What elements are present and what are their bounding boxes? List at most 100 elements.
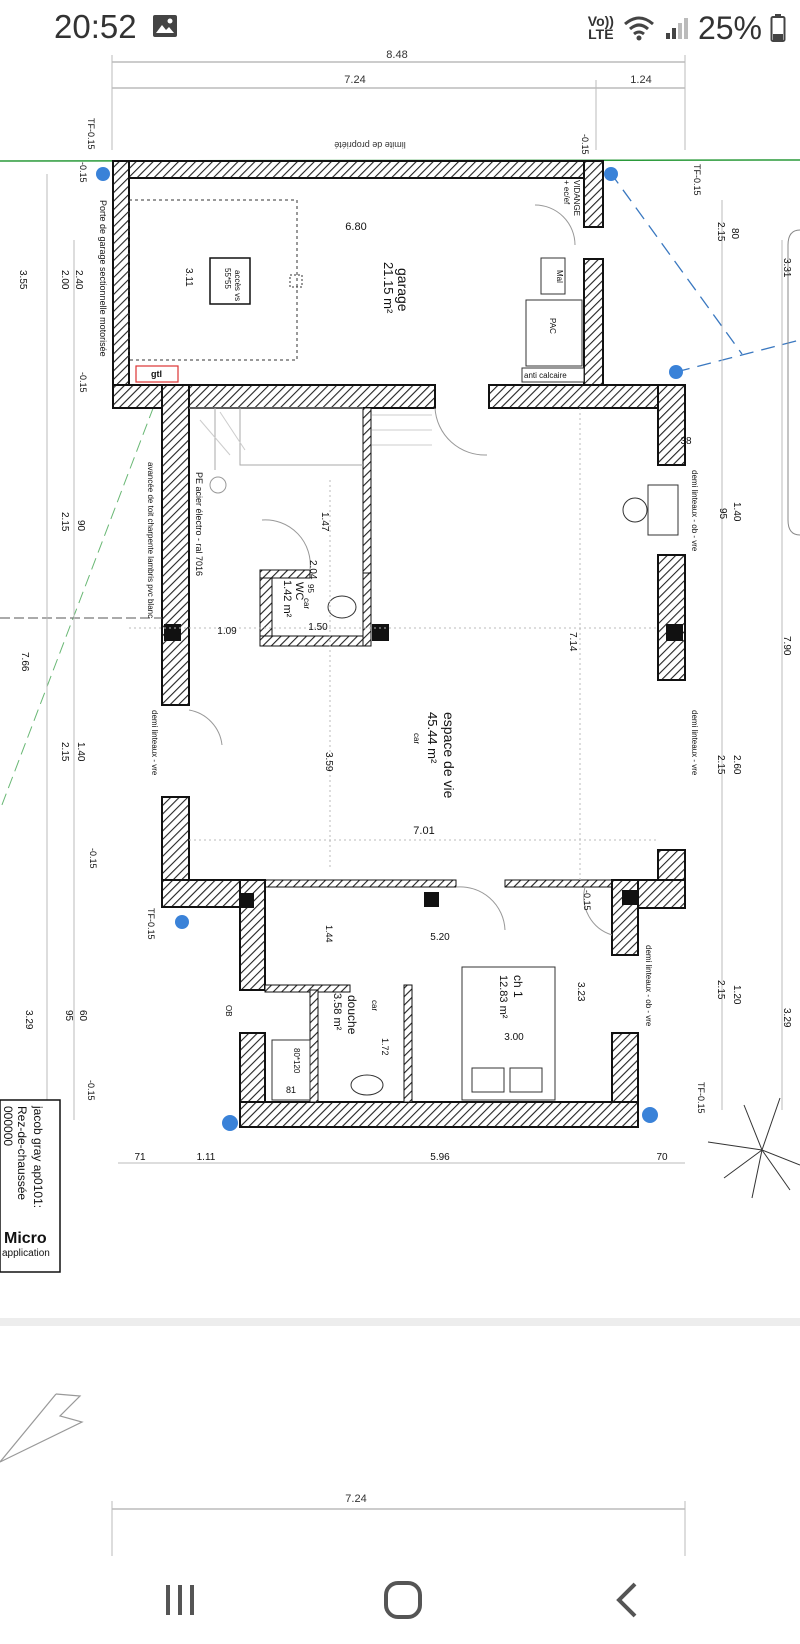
- left-h200: 2.00: [59, 270, 70, 290]
- second-page-drawing: 7.24: [0, 1393, 686, 1556]
- bottom-d596: 5.96: [430, 1152, 450, 1163]
- battery-percent: 25%: [697, 9, 762, 46]
- title-block-line2: Rez-de-chaussée: [15, 1106, 29, 1200]
- bottom-d71: 71: [134, 1152, 146, 1163]
- lintel-right-mid: demi linteaux - vre: [690, 710, 699, 776]
- left-h90: 90: [75, 520, 86, 532]
- pe-label: PE acier électro - ral 7016: [194, 472, 204, 576]
- right-r215c: 2.15: [715, 980, 726, 1000]
- living-d359: 3.59: [323, 752, 334, 772]
- status-bar: 20:52 Vo)) LTE 25%: [0, 0, 800, 56]
- level-d: -0.15: [86, 1080, 96, 1101]
- living-length: 7.14: [567, 632, 578, 652]
- survey-point: [175, 915, 189, 929]
- ch1-area: 12.83 m²: [497, 975, 509, 1019]
- right-r120: 1.20: [731, 985, 742, 1005]
- douche-name: douche: [345, 995, 359, 1035]
- ec-ef-label: + ec/ef: [562, 180, 571, 205]
- right-r95: 95: [717, 508, 728, 520]
- garage-access-label: accès vs: [233, 270, 242, 301]
- living-width: 7.01: [413, 825, 434, 837]
- garage-access-size: 55*55: [223, 268, 232, 289]
- home-button[interactable]: [373, 1574, 433, 1626]
- recent-apps-button[interactable]: [150, 1574, 210, 1626]
- bottom-d70: 70: [656, 1152, 668, 1163]
- left-h240: 2.40: [73, 270, 84, 290]
- dim-total-width: 8.48: [386, 49, 407, 61]
- survey-point: [96, 167, 110, 181]
- douche-d172: 1.72: [380, 1038, 390, 1056]
- survey-point: [669, 365, 683, 379]
- second-page-dim: 7.24: [345, 1493, 366, 1505]
- ch1-d300: 3.00: [504, 1032, 524, 1043]
- wc-car: car: [302, 598, 311, 609]
- roof-label: avancée de toit charpente lambris pvc bl…: [146, 462, 155, 618]
- recent-apps-icon: [166, 1585, 194, 1615]
- status-icons: Vo)) LTE 25%: [588, 6, 786, 50]
- right-r215b: 2.15: [715, 755, 726, 775]
- status-time: 20:52: [54, 8, 137, 45]
- garage-pac-label: PAC: [548, 318, 557, 334]
- left-h215b: 2.15: [59, 742, 70, 762]
- left-h140: 1.40: [75, 742, 86, 762]
- douche-ob: OB: [224, 1005, 233, 1017]
- title-block-line1: jacob gray ap0101:: [31, 1105, 45, 1208]
- title-block-line3: 000000: [1, 1106, 15, 1146]
- right-r215a: 2.15: [715, 222, 726, 242]
- survey-point: [642, 1107, 658, 1123]
- living-d147: 1.47: [319, 512, 330, 532]
- garage-depth: 3.11: [183, 268, 194, 287]
- second-page-preview[interactable]: 7.24: [0, 1326, 800, 1556]
- ch1-d323: 3.23: [575, 982, 586, 1002]
- brand-name: Micro: [4, 1230, 47, 1247]
- wc-d95: 95: [306, 584, 315, 593]
- tf-right-bottom: TF-0.15: [696, 1082, 706, 1114]
- right-r260: 2.60: [731, 755, 742, 775]
- living-d109: 1.09: [217, 626, 237, 637]
- ch1-d520: 5.20: [430, 932, 450, 943]
- network-indicator: Vo)) LTE: [587, 13, 614, 42]
- level-b: -0.15: [78, 372, 88, 393]
- right-r140: 1.40: [731, 502, 742, 522]
- lintel-right-bottom: demi linteaux - ob - vre: [644, 945, 653, 1027]
- floor-plan-image[interactable]: 8.48 7.24 1.24 limite de propriété: [0, 48, 800, 1318]
- survey-point: [222, 1115, 238, 1131]
- vidange-label: VIDANGE: [572, 180, 581, 216]
- level-c: -0.15: [88, 848, 98, 869]
- left-h766: 7.66: [19, 652, 30, 672]
- douche-area: 3.58 m²: [331, 993, 343, 1031]
- survey-point: [604, 167, 618, 181]
- page-divider: [0, 1318, 800, 1326]
- back-icon: [616, 1582, 637, 1618]
- tf-top-left: TF-0.15: [86, 118, 96, 150]
- right-r329: 3.29: [781, 1008, 792, 1028]
- left-h215a: 2.15: [59, 512, 70, 532]
- wc-area: 1.42 m²: [281, 580, 293, 618]
- living-name: espace de vie: [441, 712, 457, 799]
- wifi-icon: [623, 16, 654, 41]
- tree-symbol: [707, 1097, 800, 1199]
- home-icon: [384, 1581, 422, 1619]
- anti-calcaire-label: anti calcaire: [524, 371, 567, 380]
- property-line-label: limite de propriété: [334, 140, 406, 150]
- garage-mal-label: Mal: [555, 270, 564, 283]
- tf-top-right: TF-0.15: [692, 164, 702, 196]
- gallery-icon: [153, 15, 177, 37]
- level-a: -0.15: [78, 162, 88, 183]
- wc-height: 2.04: [307, 560, 318, 580]
- left-h95: 95: [63, 1010, 74, 1022]
- garage-name: garage: [395, 268, 411, 312]
- garage-area: 21.15 m²: [381, 262, 396, 314]
- living-area: 45.44 m²: [425, 712, 440, 764]
- lintel-left-mid: demi linteaux - vre: [150, 710, 159, 776]
- ch1-name: ch 1: [511, 975, 525, 998]
- back-button[interactable]: [598, 1574, 658, 1626]
- level-f: -0.15: [582, 890, 592, 911]
- douche-car: car: [370, 1000, 379, 1011]
- wc-name: WC: [293, 582, 305, 600]
- left-h355: 3.55: [17, 270, 28, 290]
- floor-plan-drawing: 8.48 7.24 1.24 limite de propriété: [0, 49, 800, 1273]
- level-e: -0.15: [580, 134, 590, 155]
- north-arrow-icon: [0, 1393, 84, 1463]
- garage-door-label: Porte de garage sectionnelle motorisée: [98, 200, 108, 357]
